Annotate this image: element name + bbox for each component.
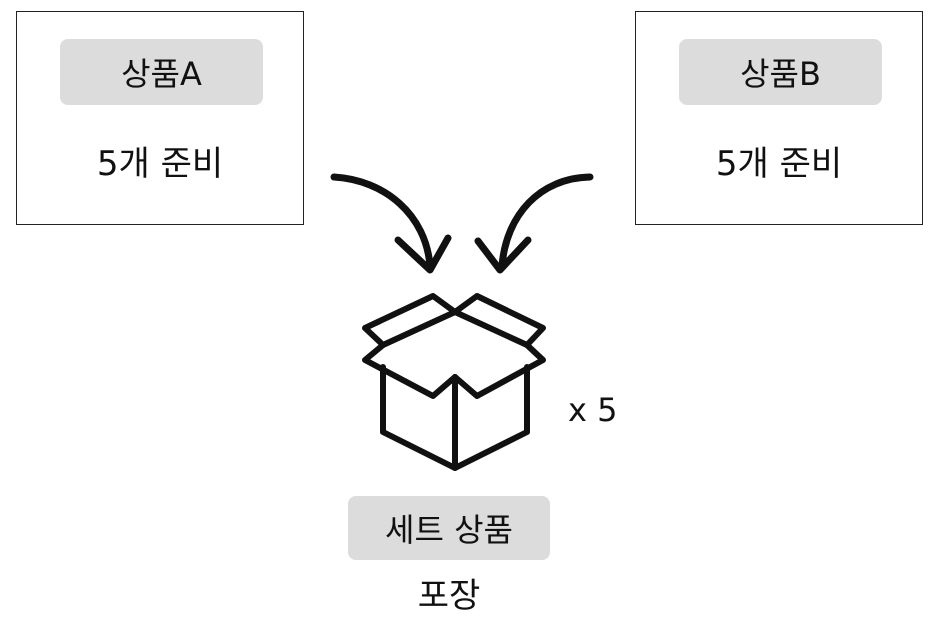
open-box-icon — [362, 293, 546, 471]
quantity-multiplier: x 5 — [568, 391, 618, 429]
curved-arrow-right-icon — [474, 173, 594, 274]
product-b-quantity: 5개 준비 — [715, 144, 843, 184]
packaging-label: 포장 — [417, 576, 481, 616]
product-b-label: 상품B — [679, 39, 882, 105]
set-product-label: 세트 상품 — [348, 496, 550, 560]
product-a-quantity: 5개 준비 — [96, 144, 224, 184]
curved-arrow-left-icon — [330, 173, 452, 274]
product-b-card: 상품B 5개 준비 — [635, 11, 923, 225]
product-a-label: 상품A — [60, 39, 263, 105]
product-a-card: 상품A 5개 준비 — [16, 11, 304, 225]
